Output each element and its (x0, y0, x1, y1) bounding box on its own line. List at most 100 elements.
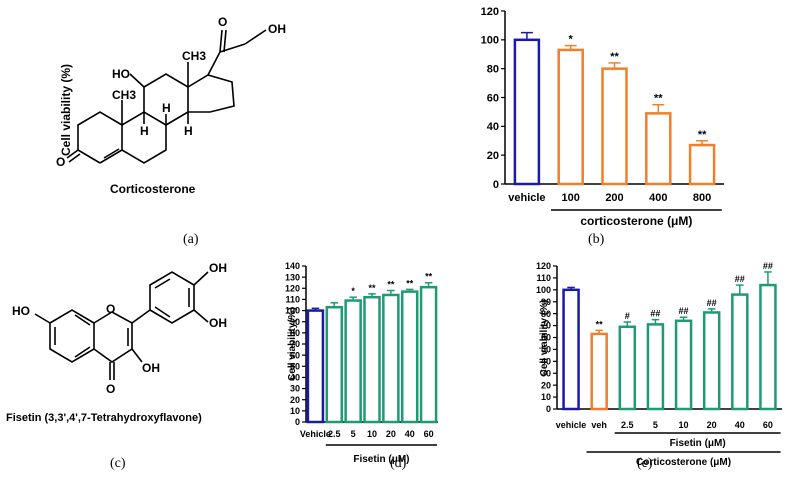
x-tick-label: 40 (405, 429, 415, 439)
bar (646, 323, 665, 411)
atom-o-enone: O (56, 155, 65, 169)
bar (645, 112, 672, 186)
y-tick-label: 120 (536, 261, 551, 271)
y-tick-label: 10 (541, 392, 551, 402)
panel-label-d: (d) (390, 456, 407, 471)
significance-marker: ** (610, 51, 619, 63)
atom-o-ring: O (106, 302, 115, 316)
bar (674, 319, 693, 411)
y-tick-label: 0 (546, 404, 551, 414)
bar (759, 283, 777, 411)
significance-marker: ** (425, 272, 433, 282)
group-label: corticosterone (μM) (580, 214, 692, 228)
y-tick-label: 80 (487, 64, 499, 76)
x-tick-label: 800 (693, 192, 711, 204)
fisetin-atom-labels: HO OH OH OH O O (12, 261, 227, 396)
x-tick-label: 20 (707, 420, 717, 430)
y-tick-label: 120 (285, 283, 300, 293)
x-tick-label: 10 (679, 420, 689, 430)
y-tick-label: 130 (285, 272, 300, 282)
y-tick-label: 20 (487, 150, 499, 162)
bar (731, 293, 749, 411)
x-tick-label: 200 (605, 192, 623, 204)
bar (513, 38, 541, 186)
y-axis-label: Cell viability (%) (539, 300, 550, 377)
x-tick-label: 2.5 (621, 420, 634, 430)
y-tick-label: 140 (285, 261, 300, 271)
x-tick-label: 400 (649, 192, 667, 204)
y-tick-label: 90 (290, 317, 300, 327)
atom-oh-4p: OH (209, 261, 227, 275)
group-label: Corticosterone (μM) (636, 457, 731, 468)
y-tick-label: 70 (541, 321, 551, 331)
fisetin-bonds (34, 271, 209, 380)
atom-o-keto: O (218, 15, 227, 29)
y-tick-label: 20 (290, 395, 300, 405)
x-tick-label: 40 (735, 420, 745, 430)
y-tick-label: 120 (481, 6, 499, 18)
x-tick-label: 10 (367, 429, 377, 439)
atom-oh-3: OH (142, 361, 160, 375)
group-label: Fisetin (μM) (670, 438, 726, 449)
significance-marker: * (351, 286, 355, 296)
bar (601, 67, 628, 186)
significance-marker: ## (679, 306, 689, 316)
panel-label-b: (b) (588, 232, 605, 247)
significance-marker: ## (763, 261, 773, 271)
panel-label-a: (a) (183, 232, 199, 247)
x-tick-label: 60 (763, 420, 773, 430)
x-tick-label: vehicle (556, 420, 587, 430)
y-tick-label: 30 (290, 384, 300, 394)
y-tick-label: 40 (487, 121, 499, 133)
y-tick-label: 110 (536, 273, 551, 283)
y-tick-label: 90 (541, 297, 551, 307)
bar (702, 311, 721, 411)
y-tick-label: 0 (493, 179, 499, 191)
group-label: Fisetin (μM) (353, 454, 409, 465)
y-tick-label: 50 (290, 361, 300, 371)
atom-ch3-c10: CH3 (112, 88, 136, 102)
fisetin-name: Fisetin (3,3',4',7-Tetrahydroxyflavone) (6, 412, 202, 424)
atom-h-8: H (162, 101, 171, 115)
x-tick-label: 100 (562, 192, 580, 204)
bar (557, 48, 584, 186)
y-axis-label: Cell viability(%) (287, 307, 298, 381)
significance-marker: ** (596, 319, 604, 329)
bar (618, 325, 637, 411)
y-tick-label: 60 (541, 333, 551, 343)
y-tick-label: 100 (481, 35, 499, 47)
y-tick-label: 110 (285, 295, 300, 305)
x-tick-label: 60 (424, 429, 434, 439)
y-tick-label: 0 (295, 417, 300, 427)
corticosterone-bonds (66, 29, 267, 164)
corticosterone-atom-labels: HO OH O O CH3 CH3 H H H (56, 15, 286, 169)
y-tick-label: 30 (541, 368, 551, 378)
atom-ch3-c13: CH3 (182, 49, 206, 63)
y-tick-label: 10 (290, 406, 300, 416)
x-tick-label: 20 (386, 429, 396, 439)
significance-marker: ## (735, 274, 745, 284)
y-tick-label: 40 (290, 373, 300, 383)
x-tick-label: 5 (351, 429, 356, 439)
atom-oh: OH (268, 22, 286, 36)
x-tick-label: 2.5 (328, 429, 341, 439)
atom-oh-3p: OH (209, 316, 227, 330)
significance-marker: # (625, 311, 630, 321)
y-tick-label: 60 (290, 350, 300, 360)
y-tick-label: 100 (536, 285, 551, 295)
atom-o-keto: O (106, 382, 115, 396)
x-tick-label: Vehicle (300, 429, 331, 439)
atom-ho: HO (112, 67, 130, 81)
significance-marker: ## (707, 298, 717, 308)
atom-ho-7: HO (12, 304, 30, 318)
panel-label-e: (e) (637, 456, 653, 471)
y-tick-label: 80 (290, 328, 300, 338)
y-tick-label: 70 (290, 339, 300, 349)
corticosterone-name: Corticosterone (110, 182, 196, 196)
significance-marker: ## (650, 309, 660, 319)
y-tick-label: 100 (285, 306, 300, 316)
